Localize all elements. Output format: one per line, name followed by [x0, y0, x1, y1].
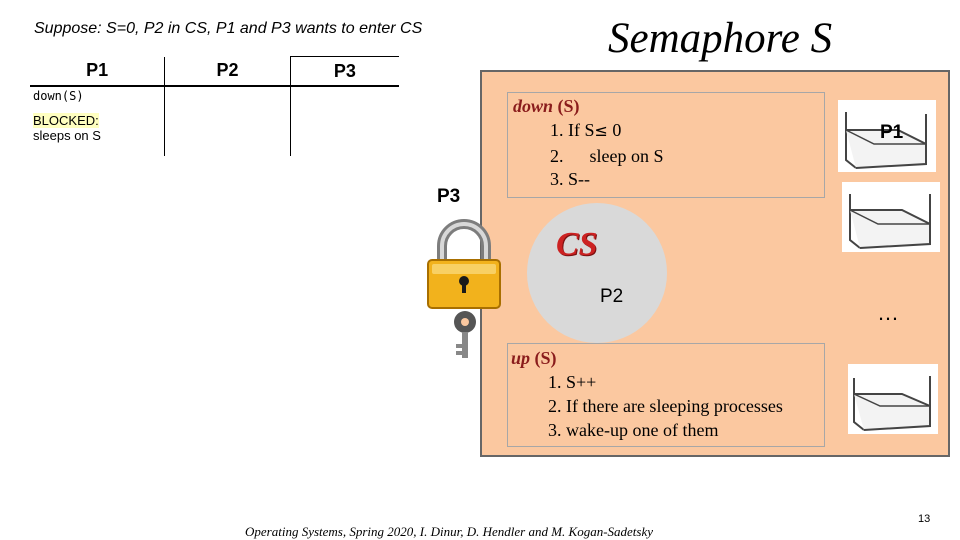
- padlock-icon: [427, 219, 501, 309]
- page-number: 13: [918, 513, 931, 525]
- cell-p1: down(S) BLOCKED: sleeps on S: [30, 86, 166, 156]
- down-line-2: 2.sleep on S: [550, 146, 664, 166]
- cell-p3: [289, 86, 399, 156]
- slide-footer: Operating Systems, Spring 2020, I. Dinur…: [245, 524, 654, 539]
- header-p2: P2: [164, 56, 291, 87]
- bed-icon: [842, 182, 940, 252]
- up-procedure: up (S) 1. S++ 2. If there are sleeping p…: [507, 343, 825, 447]
- cs-label: CS: [556, 226, 598, 263]
- waiting-process-label: P3: [437, 186, 461, 207]
- up-line-3: 3. wake-up one of them: [548, 420, 719, 440]
- header-p1: P1: [30, 56, 166, 87]
- bed-icon: [838, 100, 936, 172]
- cell-p2: [164, 86, 291, 156]
- cs-process-label: P2: [600, 286, 624, 307]
- p1-sleeps: sleeps on S: [33, 128, 101, 143]
- process-table: P1 P2 P3 down(S) BLOCKED: sleeps on S: [30, 56, 399, 156]
- slide-title: Semaphore S: [608, 15, 833, 62]
- p1-call: down(S): [33, 89, 84, 103]
- down-line-3: 3. S--: [550, 169, 590, 189]
- p1-blocked: BLOCKED:: [33, 113, 99, 128]
- up-line-2: 2. If there are sleeping processes: [548, 396, 783, 416]
- bed-icon: [848, 364, 938, 434]
- up-line-1: 1. S++: [548, 372, 597, 392]
- header-p3: P3: [289, 56, 399, 87]
- down-heading: down (S): [513, 96, 580, 116]
- down-procedure: down (S) 1. If S≤ 0 2.sleep on S 3. S--: [507, 92, 825, 198]
- down-line-1: 1. If S≤ 0: [550, 120, 622, 140]
- ellipsis: …: [877, 300, 900, 325]
- critical-section-circle: [527, 203, 667, 343]
- slide-subtitle: Suppose: S=0, P2 in CS, P1 and P3 wants …: [34, 20, 423, 37]
- bed-process-label: P1: [880, 122, 904, 143]
- key-icon: [454, 311, 476, 358]
- up-heading: up (S): [511, 348, 557, 368]
